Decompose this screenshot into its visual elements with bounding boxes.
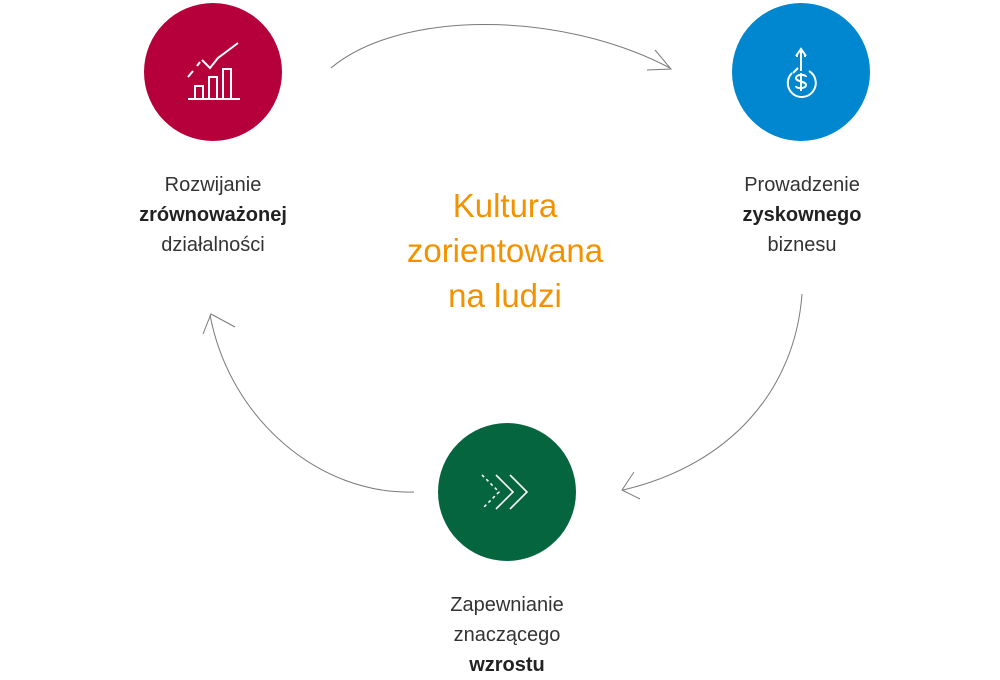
circle-sustainable [144,3,282,141]
label-line-bold: wzrostu [469,654,545,676]
label-line: Rozwijanie [164,174,262,196]
label-line: działalności [161,234,265,256]
label-line-bold: zyskownego [742,204,862,226]
label-line: Prowadzenie [744,174,860,196]
label-profitable: Prowadzenie zyskownego biznesu [682,170,922,260]
arrow-top [330,24,671,69]
label-line: Zapewnianie [450,594,564,616]
label-sustainable: Rozwijanie zrównoważonej działalności [93,170,333,260]
label-line: znaczącego [453,624,561,646]
center-title-line: zorientowana [406,232,604,269]
circle-growth [438,423,576,561]
chevrons-right-icon [481,474,529,510]
arrow-left-head [202,313,236,335]
dollar-coin-up-icon [786,47,817,98]
center-title-line: Kultura [452,187,558,224]
arrow-top-head [646,49,673,71]
center-title-line: na ludzi [448,277,562,314]
center-title: Kultura zorientowana na ludzi [345,183,665,318]
arrow-right [622,293,803,491]
label-line: biznesu [767,234,837,256]
label-growth: Zapewnianie znaczącego wzrostu [387,590,627,680]
circle-profitable [732,3,870,141]
arrow-right-head [621,471,641,500]
arrow-left [209,314,415,493]
growth-chart-icon [187,42,240,100]
label-line-bold: zrównoważonej [139,204,287,226]
